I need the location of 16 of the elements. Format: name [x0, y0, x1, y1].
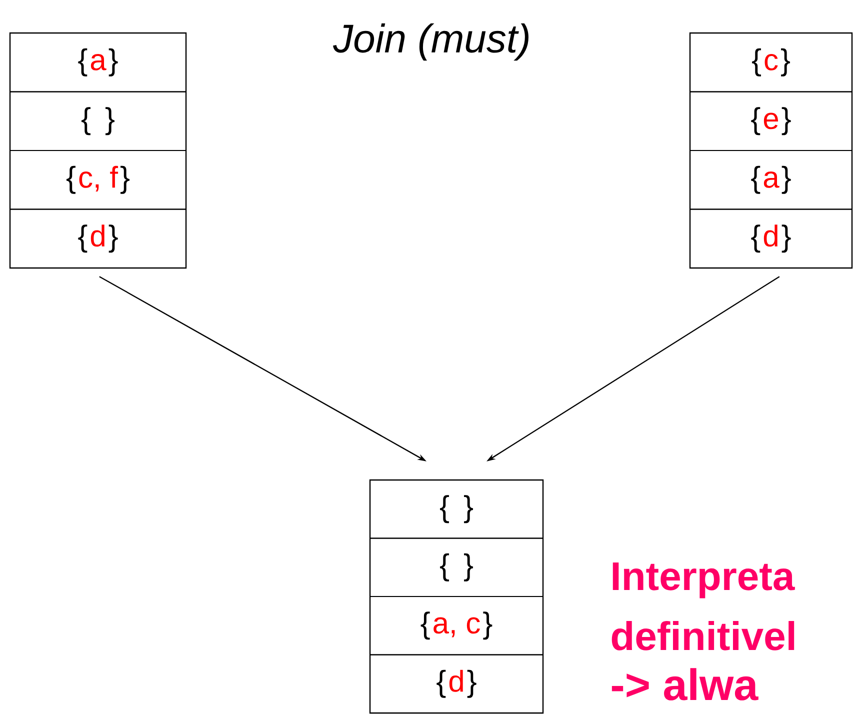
set-cell: {d}	[370, 654, 544, 714]
set-cell: {e}	[690, 91, 852, 151]
set-cell: { }	[370, 538, 544, 597]
set-cell: {c}	[690, 32, 852, 92]
set-cell: { }	[10, 91, 186, 151]
set-cell: {d}	[10, 208, 186, 268]
note-text: Interpreta	[612, 562, 795, 598]
set-cell: {a}	[690, 150, 852, 210]
note-text: -> alwa	[612, 668, 758, 700]
set-cell: { }	[370, 480, 544, 539]
note-text: definitivel	[612, 621, 794, 650]
set-cell: {a, c}	[370, 596, 544, 656]
set-cell: {a}	[10, 32, 186, 92]
set-cell: {d}	[690, 208, 852, 268]
title: Join (must)	[333, 23, 528, 61]
set-cell: {c, f}	[10, 150, 186, 210]
